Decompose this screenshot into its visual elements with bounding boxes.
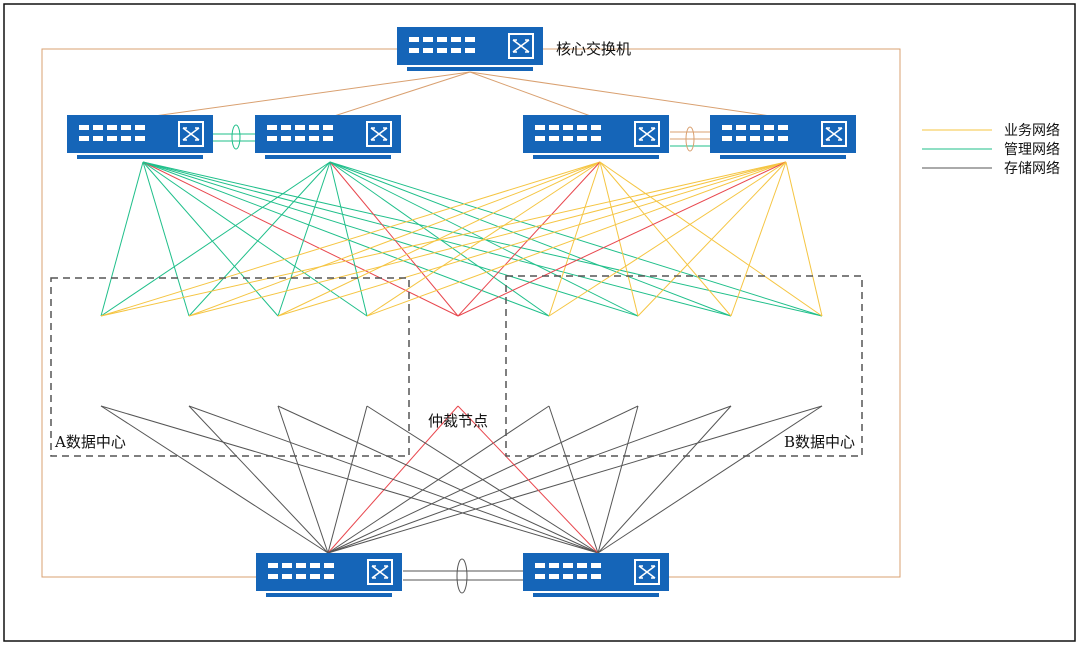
- storage-link: [327, 405, 368, 554]
- business-link: [548, 161, 601, 317]
- storage-link: [366, 405, 599, 554]
- arbiter-link: [142, 161, 459, 317]
- business-link: [100, 161, 787, 317]
- top-fanout-links: [100, 161, 823, 317]
- management-link: [142, 161, 823, 317]
- outer-frame: [3, 3, 1076, 642]
- business-link: [188, 161, 787, 317]
- management-link: [100, 161, 144, 317]
- management-link: [142, 161, 279, 317]
- storage-link: [327, 405, 823, 554]
- agg-switch-2: [254, 114, 402, 160]
- management-link: [277, 161, 331, 317]
- storage-link: [277, 405, 599, 554]
- link-aggregation-ellipse-icon: [685, 126, 695, 152]
- arbiter-link: [457, 161, 601, 317]
- storage-link: [597, 405, 639, 554]
- business-link: [366, 161, 787, 317]
- agg-switch-3: [522, 114, 670, 160]
- business-link: [730, 161, 787, 317]
- uplink-loop: [41, 48, 901, 578]
- arbiter-node-label: 仲裁节点: [428, 412, 488, 430]
- legend-business-label: 业务网络: [1004, 123, 1060, 139]
- business-link: [277, 161, 601, 317]
- legend-management-label: 管理网络: [1004, 142, 1060, 158]
- management-link: [142, 161, 732, 317]
- business-link: [599, 161, 732, 317]
- top-left-lag: [213, 124, 257, 150]
- management-link: [329, 161, 368, 317]
- management-link: [188, 161, 331, 317]
- storage-switch-1: [255, 552, 403, 598]
- top-right-lag: [670, 126, 712, 152]
- business-link: [366, 161, 601, 317]
- storage-link: [327, 405, 732, 554]
- bottom-lag: [403, 558, 524, 594]
- agg-switch-1: [66, 114, 214, 160]
- arbiter-storage-link: [457, 405, 599, 554]
- legend-storage-label: 存储网络: [1004, 161, 1060, 177]
- arbiter-link: [457, 161, 787, 317]
- management-link: [142, 161, 190, 317]
- management-link: [100, 161, 331, 317]
- bottom-fanout-links: [100, 405, 823, 554]
- core-uplinks: [139, 71, 785, 119]
- link-aggregation-ellipse-icon: [456, 558, 468, 594]
- core-switch-label: 核心交换机: [556, 40, 631, 58]
- datacenter-b-label: B数据中心: [784, 433, 855, 451]
- storage-link: [597, 405, 823, 554]
- business-link: [785, 161, 823, 317]
- core-switch: [396, 26, 544, 72]
- storage-link: [548, 405, 599, 554]
- business-link: [548, 161, 787, 317]
- storage-link: [277, 405, 329, 554]
- storage-link: [188, 405, 329, 554]
- legend: 业务网络 管理网络 存储网络: [922, 123, 1060, 177]
- business-link: [100, 161, 601, 317]
- storage-link: [597, 405, 732, 554]
- business-link: [599, 161, 639, 317]
- management-link: [142, 161, 368, 317]
- business-link: [188, 161, 601, 317]
- storage-link: [100, 405, 599, 554]
- datacenter-a-label: A数据中心: [54, 433, 126, 451]
- business-link: [277, 161, 787, 317]
- datacenter-b-box: [505, 275, 863, 457]
- storage-link: [188, 405, 599, 554]
- link-aggregation-ellipse-icon: [231, 124, 241, 150]
- business-link: [637, 161, 787, 317]
- storage-switch-2: [522, 552, 670, 598]
- storage-link: [100, 405, 329, 554]
- datacenter-a-box: [50, 277, 410, 457]
- business-link: [599, 161, 823, 317]
- agg-switch-4: [709, 114, 857, 160]
- management-link: [142, 161, 639, 317]
